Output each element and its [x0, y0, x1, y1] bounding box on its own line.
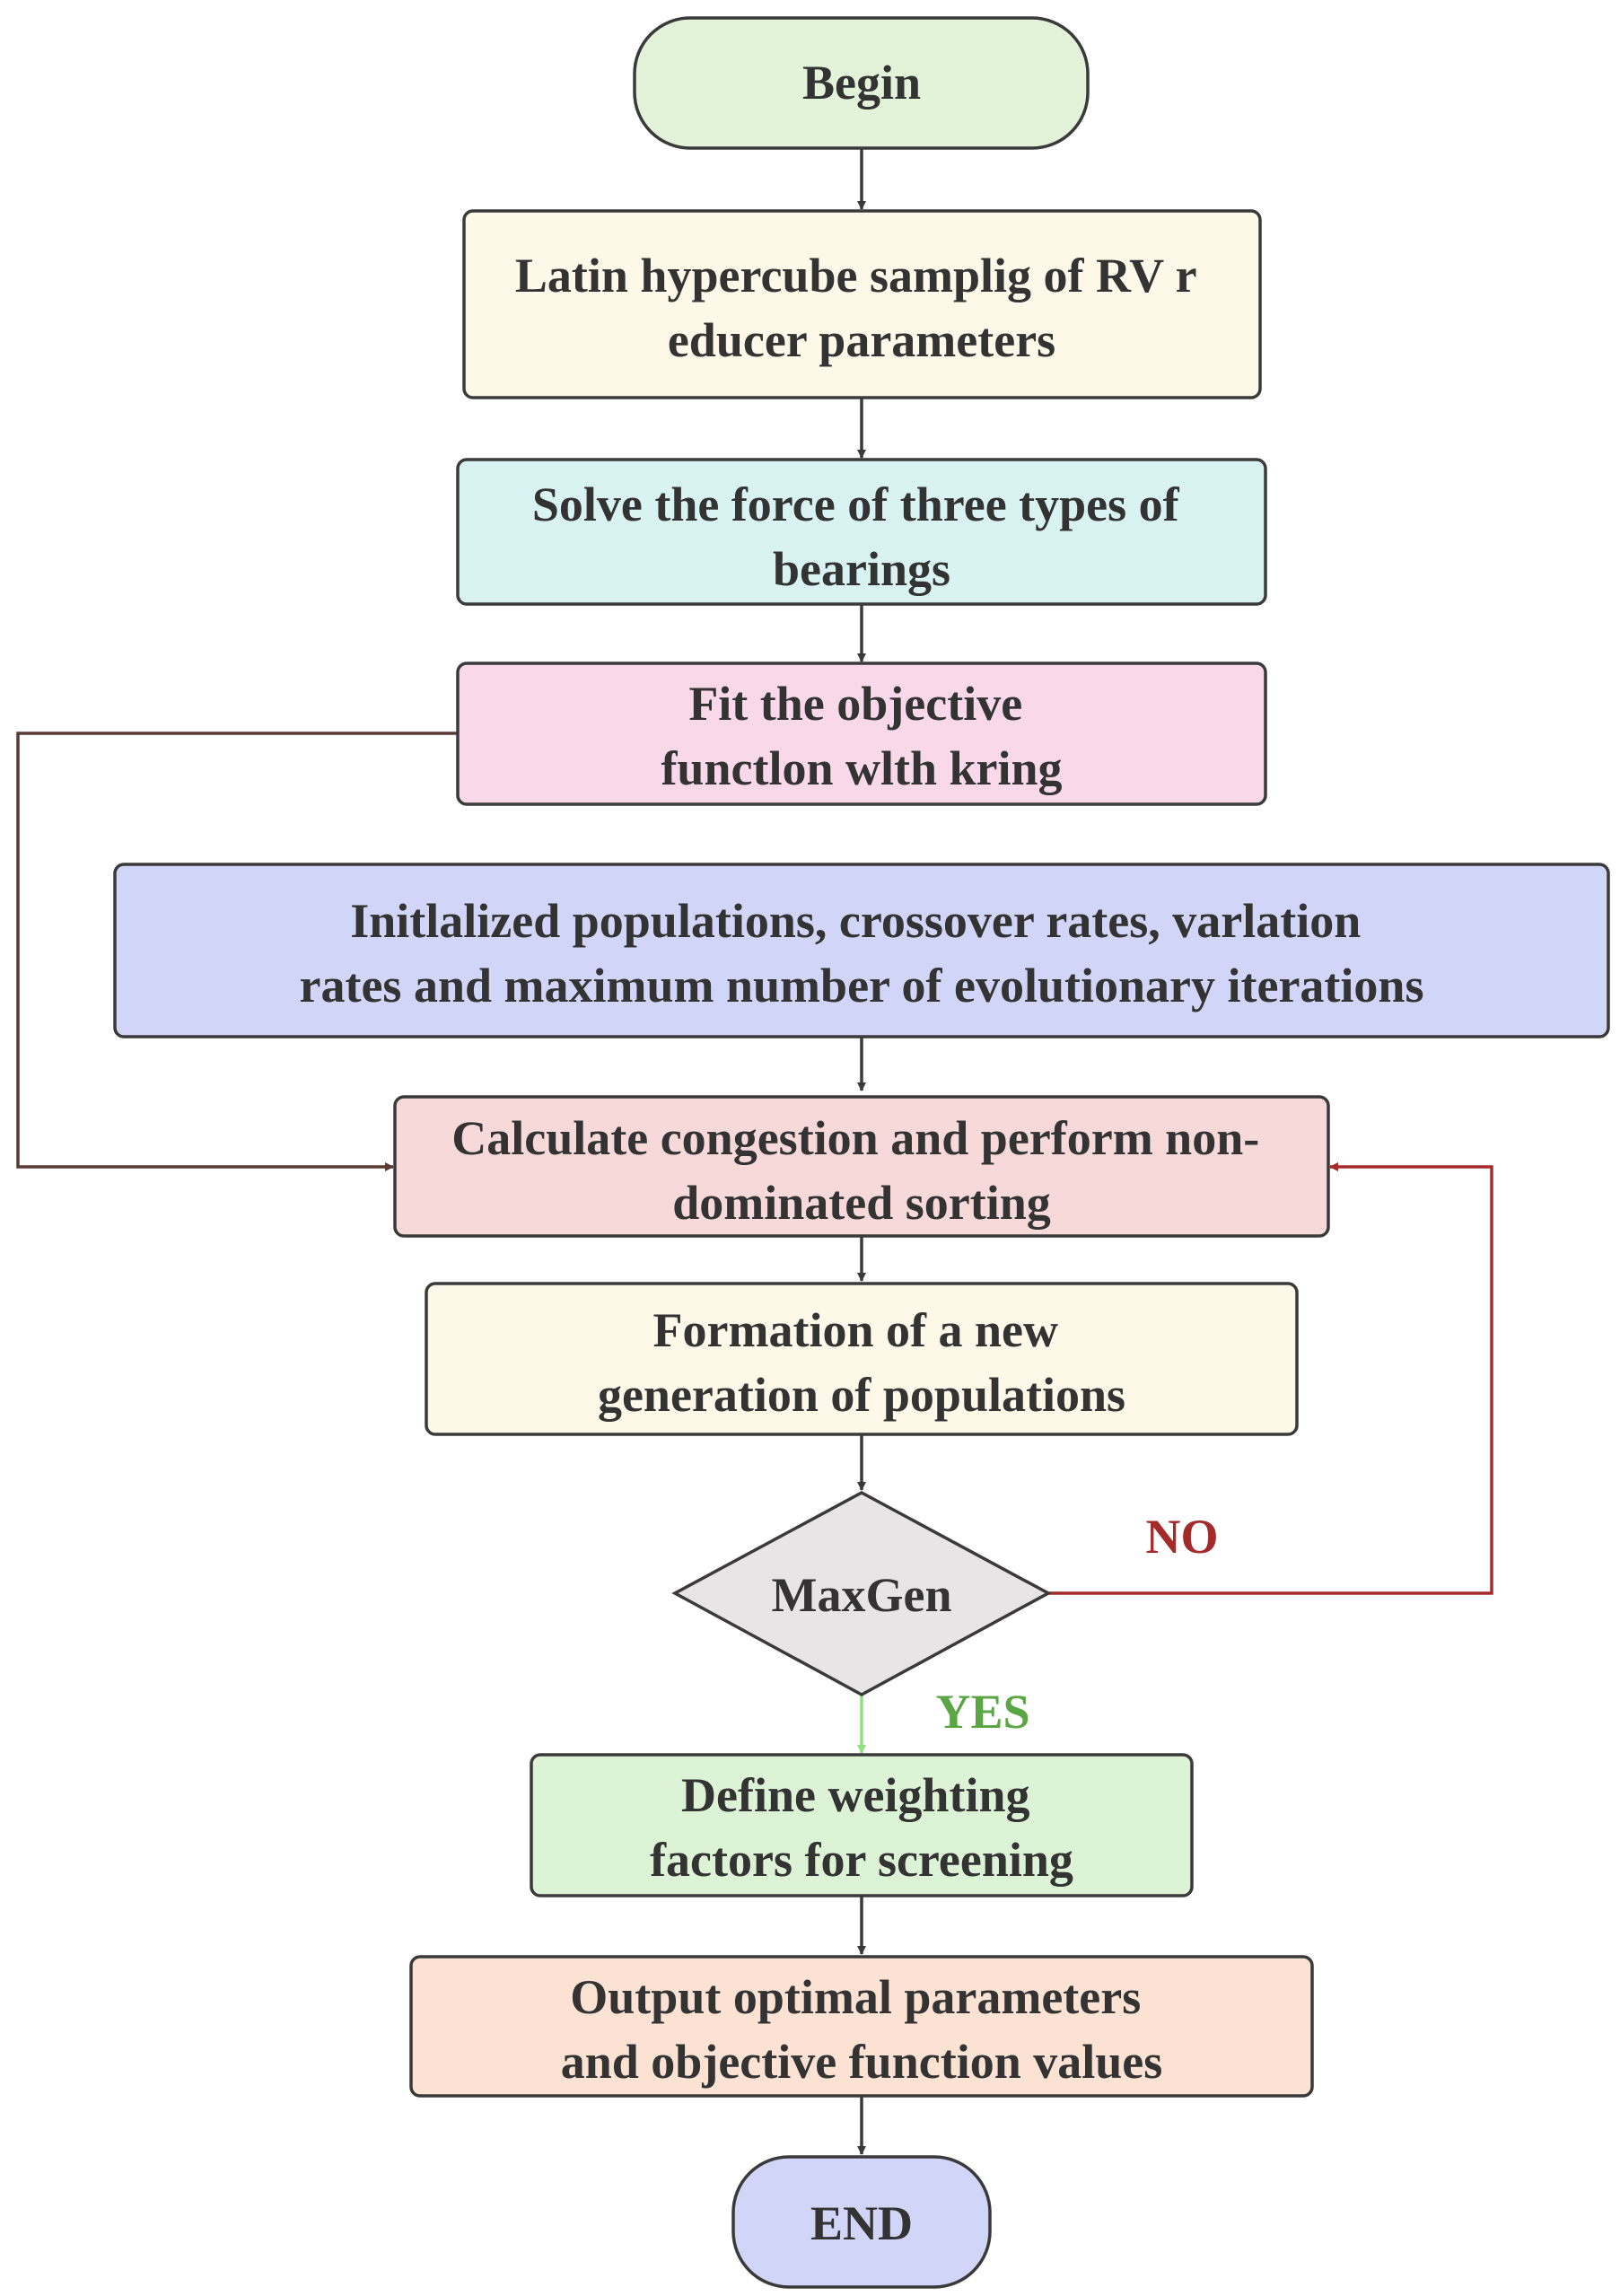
solve-force-line-2: bearings	[773, 542, 950, 596]
define-weights-line-2: factors for screening	[650, 1833, 1073, 1887]
latin-hypercube-line-2: educer parameters	[668, 313, 1055, 367]
define-weights-line-1: Define weighting	[681, 1768, 1029, 1822]
svg-text:MaxGen: MaxGen	[772, 1568, 952, 1622]
maxgen-diamond	[671, 1491, 1052, 1696]
formation-line-1: Formation of a new	[653, 1303, 1058, 1357]
svg-text:Latin hypercube samplig of RV: Latin hypercube samplig of RV r educer p…	[515, 249, 1208, 367]
svg-text:Initlalized populations, cross: Initlalized populations, crossover rates…	[300, 894, 1424, 1012]
formation-line-2: generation of populations	[598, 1368, 1125, 1422]
calculate-line-1: Calculate congestion and perform non-	[451, 1111, 1259, 1165]
maxgen-label: MaxGen	[772, 1568, 952, 1622]
fit-objective-line-2: functlon wlth kring	[661, 741, 1062, 795]
latin-hypercube-node: Latin hypercube samplig of RV r educer p…	[462, 209, 1262, 399]
svg-text:Solve the force of three types: Solve the force of three types of bearin…	[532, 478, 1191, 596]
maxgen-decision-node: MaxGen	[671, 1491, 1052, 1696]
no-branch-label: NO	[1146, 1510, 1219, 1564]
end-label: END	[810, 2196, 913, 2250]
calculate-line-2: dominated sorting	[672, 1176, 1051, 1230]
svg-text:Formation of a new gener: Formation of a new generation of populat…	[598, 1303, 1125, 1422]
fit-objective-node: Fit the objective functlon wlth kring	[456, 662, 1267, 806]
initialize-node: Initlalized populations, crossover rates…	[113, 863, 1610, 1038]
define-weights-shape	[530, 1753, 1194, 1897]
latin-hypercube-shape	[462, 209, 1262, 399]
end-shape	[731, 2155, 992, 2289]
output-line-2: and objective function values	[561, 2035, 1163, 2089]
yes-branch-label: YES	[935, 1685, 1029, 1739]
begin-node: Begin	[633, 16, 1090, 150]
svg-text:Output optimal parameters: Output optimal parameters and objective …	[561, 1970, 1163, 2089]
initialize-line-1: Initlalized populations, crossover rates…	[350, 894, 1361, 948]
svg-text:Fit the objective functl: Fit the objective functlon wlth kring	[661, 677, 1062, 795]
calculate-node: Calculate congestion and perform non- do…	[393, 1095, 1330, 1238]
initialize-shape	[113, 863, 1610, 1038]
formation-shape	[425, 1282, 1299, 1436]
define-weights-node: Define weighting factors for screening	[530, 1753, 1194, 1897]
svg-text:END: END	[810, 2196, 913, 2250]
edge-maxgen-no-to-calculate	[1048, 1162, 1493, 1595]
output-shape	[409, 1955, 1314, 2098]
svg-text:Begin: Begin	[802, 56, 921, 110]
begin-shape	[633, 16, 1090, 150]
initialize-line-2: rates and maximum number of evolutionary…	[300, 959, 1424, 1012]
solve-force-line-1: Solve the force of three types of	[532, 478, 1180, 531]
fit-objective-shape	[456, 662, 1267, 806]
latin-hypercube-line-1: Latin hypercube samplig of RV r	[515, 249, 1196, 302]
fit-objective-line-1: Fit the objective	[688, 677, 1022, 731]
calculate-shape	[393, 1095, 1330, 1238]
edge-fit-feedback-to-calculate	[16, 732, 458, 1171]
solve-force-shape	[456, 458, 1267, 606]
end-node: END	[731, 2155, 992, 2289]
output-node: Output optimal parameters and objective …	[409, 1955, 1314, 2098]
begin-label: Begin	[802, 56, 921, 110]
svg-text:Define weighting factors: Define weighting factors for screening	[650, 1768, 1073, 1887]
solve-force-node: Solve the force of three types of bearin…	[456, 458, 1267, 606]
svg-text:Calculate congestion and perfo: Calculate congestion and perform non- do…	[451, 1111, 1271, 1230]
output-line-1: Output optimal parameters	[570, 1970, 1141, 2024]
formation-node: Formation of a new generation of populat…	[425, 1282, 1299, 1436]
edges	[16, 148, 1493, 2155]
